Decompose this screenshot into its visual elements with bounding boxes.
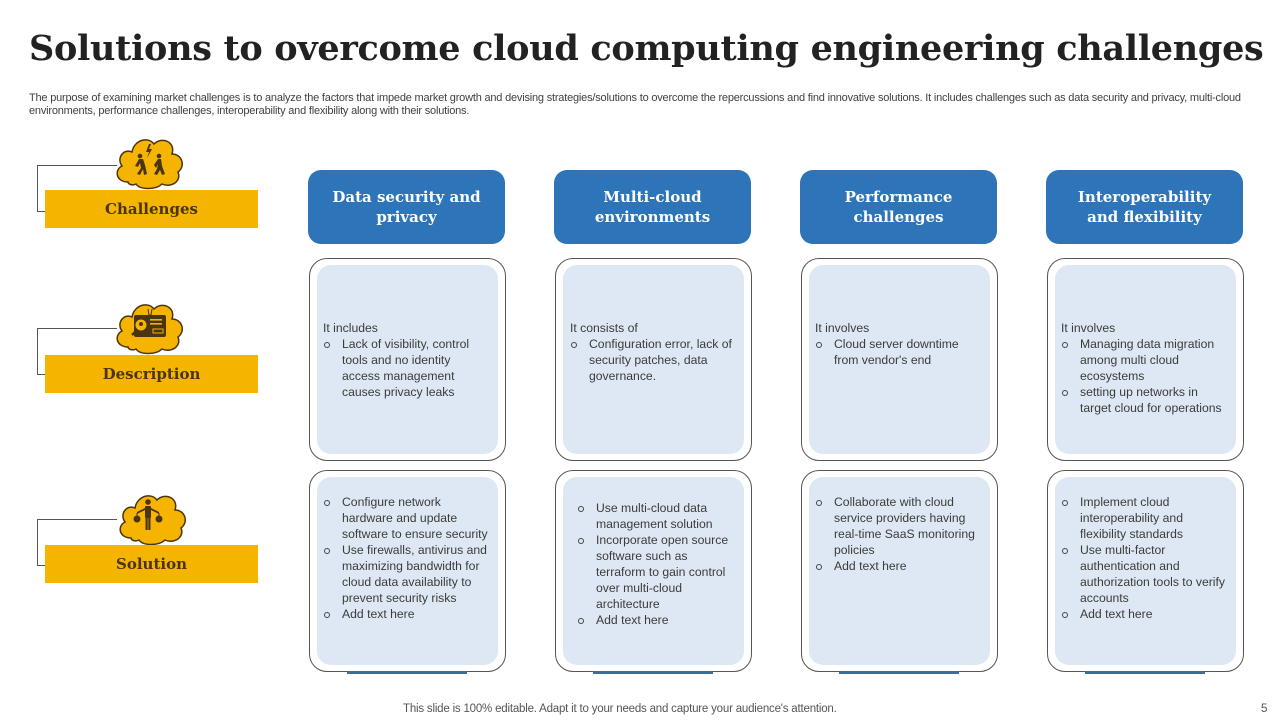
list-item: Add text here — [1061, 606, 1228, 622]
card-underline — [839, 671, 959, 674]
row-label-bar: Solution — [45, 545, 258, 583]
list-item: Implement cloud interoperability and fle… — [1061, 494, 1228, 542]
solution-card-data-security: Configure network hardware and update so… — [309, 470, 506, 674]
card-body: Configure network hardware and update so… — [317, 477, 498, 665]
row-label-text: Description — [102, 365, 201, 383]
list-item: Use multi-cloud data management solution — [577, 500, 736, 532]
balance-person-icon — [113, 488, 191, 546]
page-number: 5 — [1261, 703, 1268, 715]
row-label-bar: Challenges — [45, 190, 258, 228]
solution-card-multi-cloud: Use multi-cloud data management solution… — [555, 470, 752, 674]
list-item: Cloud server downtime from vendor's end — [815, 336, 982, 368]
bullet-list: Configuration error, lack of security pa… — [570, 336, 736, 384]
row-label-text: Solution — [116, 555, 187, 573]
solution-card-interoperability: Implement cloud interoperability and fle… — [1047, 470, 1244, 674]
bullet-list: Configure network hardware and update so… — [323, 494, 490, 622]
list-item: Managing data migration among multi clou… — [1061, 336, 1228, 384]
card-intro: It involves — [815, 321, 870, 335]
card-intro: It includes — [323, 321, 378, 335]
card-underline — [347, 671, 467, 674]
column-header-data-security: Data security and privacy — [308, 170, 505, 244]
card-body: It consists of Configuration error, lack… — [563, 265, 744, 454]
id-card-search-icon — [110, 297, 188, 355]
list-item: Add text here — [815, 558, 982, 574]
list-item: Lack of visibility, control tools and no… — [323, 336, 490, 400]
column-header-performance: Performance challenges — [800, 170, 997, 244]
column-header-multi-cloud: Multi-cloud environments — [554, 170, 751, 244]
card-body: It includes Lack of visibility, control … — [317, 265, 498, 454]
description-card-multi-cloud: It consists of Configuration error, lack… — [555, 258, 752, 461]
card-body: It involves Cloud server downtime from v… — [809, 265, 990, 454]
list-item: Use multi-factor authentication and auth… — [1061, 542, 1228, 606]
solution-card-performance: Collaborate with cloud service providers… — [801, 470, 998, 674]
bullet-list: Collaborate with cloud service providers… — [815, 494, 982, 574]
row-label-text: Challenges — [105, 200, 198, 218]
row-label-challenges: Challenges — [37, 132, 262, 232]
card-intro: It consists of — [570, 321, 638, 335]
page-title: Solutions to overcome cloud computing en… — [29, 28, 1264, 69]
bullet-list: Lack of visibility, control tools and no… — [323, 336, 490, 400]
list-item: Configuration error, lack of security pa… — [570, 336, 736, 384]
column-header-interoperability: Interoperability and flexibility — [1046, 170, 1243, 244]
column-header-text: Multi-cloud environments — [594, 188, 711, 226]
bullet-list: Managing data migration among multi clou… — [1061, 336, 1228, 416]
bullet-list: Use multi-cloud data management solution… — [577, 500, 736, 628]
bullet-list: Implement cloud interoperability and fle… — [1061, 494, 1228, 622]
column-header-text: Interoperability and flexibility — [1077, 188, 1212, 226]
list-item: Use firewalls, antivirus and maximizing … — [323, 542, 490, 606]
people-conflict-icon — [110, 132, 188, 190]
column-header-text: Data security and privacy — [332, 188, 481, 226]
card-intro: It involves — [1061, 321, 1116, 335]
footer-note: This slide is 100% editable. Adapt it to… — [403, 703, 837, 715]
row-label-description: Description — [37, 297, 262, 397]
card-body: Implement cloud interoperability and fle… — [1055, 477, 1236, 665]
card-body: Use multi-cloud data management solution… — [563, 477, 744, 665]
description-card-interoperability: It involves Managing data migration amon… — [1047, 258, 1244, 461]
list-item: Collaborate with cloud service providers… — [815, 494, 982, 558]
list-item: Add text here — [323, 606, 490, 622]
bullet-list: Cloud server downtime from vendor's end — [815, 336, 982, 368]
list-item: Configure network hardware and update so… — [323, 494, 490, 542]
card-underline — [593, 671, 713, 674]
description-card-data-security: It includes Lack of visibility, control … — [309, 258, 506, 461]
description-card-performance: It involves Cloud server downtime from v… — [801, 258, 998, 461]
card-body: It involves Managing data migration amon… — [1055, 265, 1236, 454]
column-header-text: Performance challenges — [844, 188, 953, 226]
card-body: Collaborate with cloud service providers… — [809, 477, 990, 665]
card-underline — [1085, 671, 1205, 674]
page-subtitle: The purpose of examining market challeng… — [29, 92, 1241, 117]
list-item: Incorporate open source software such as… — [577, 532, 736, 612]
list-item: setting up networks in target cloud for … — [1061, 384, 1228, 416]
list-item: Add text here — [577, 612, 736, 628]
row-label-solution: Solution — [37, 488, 262, 588]
row-label-bar: Description — [45, 355, 258, 393]
